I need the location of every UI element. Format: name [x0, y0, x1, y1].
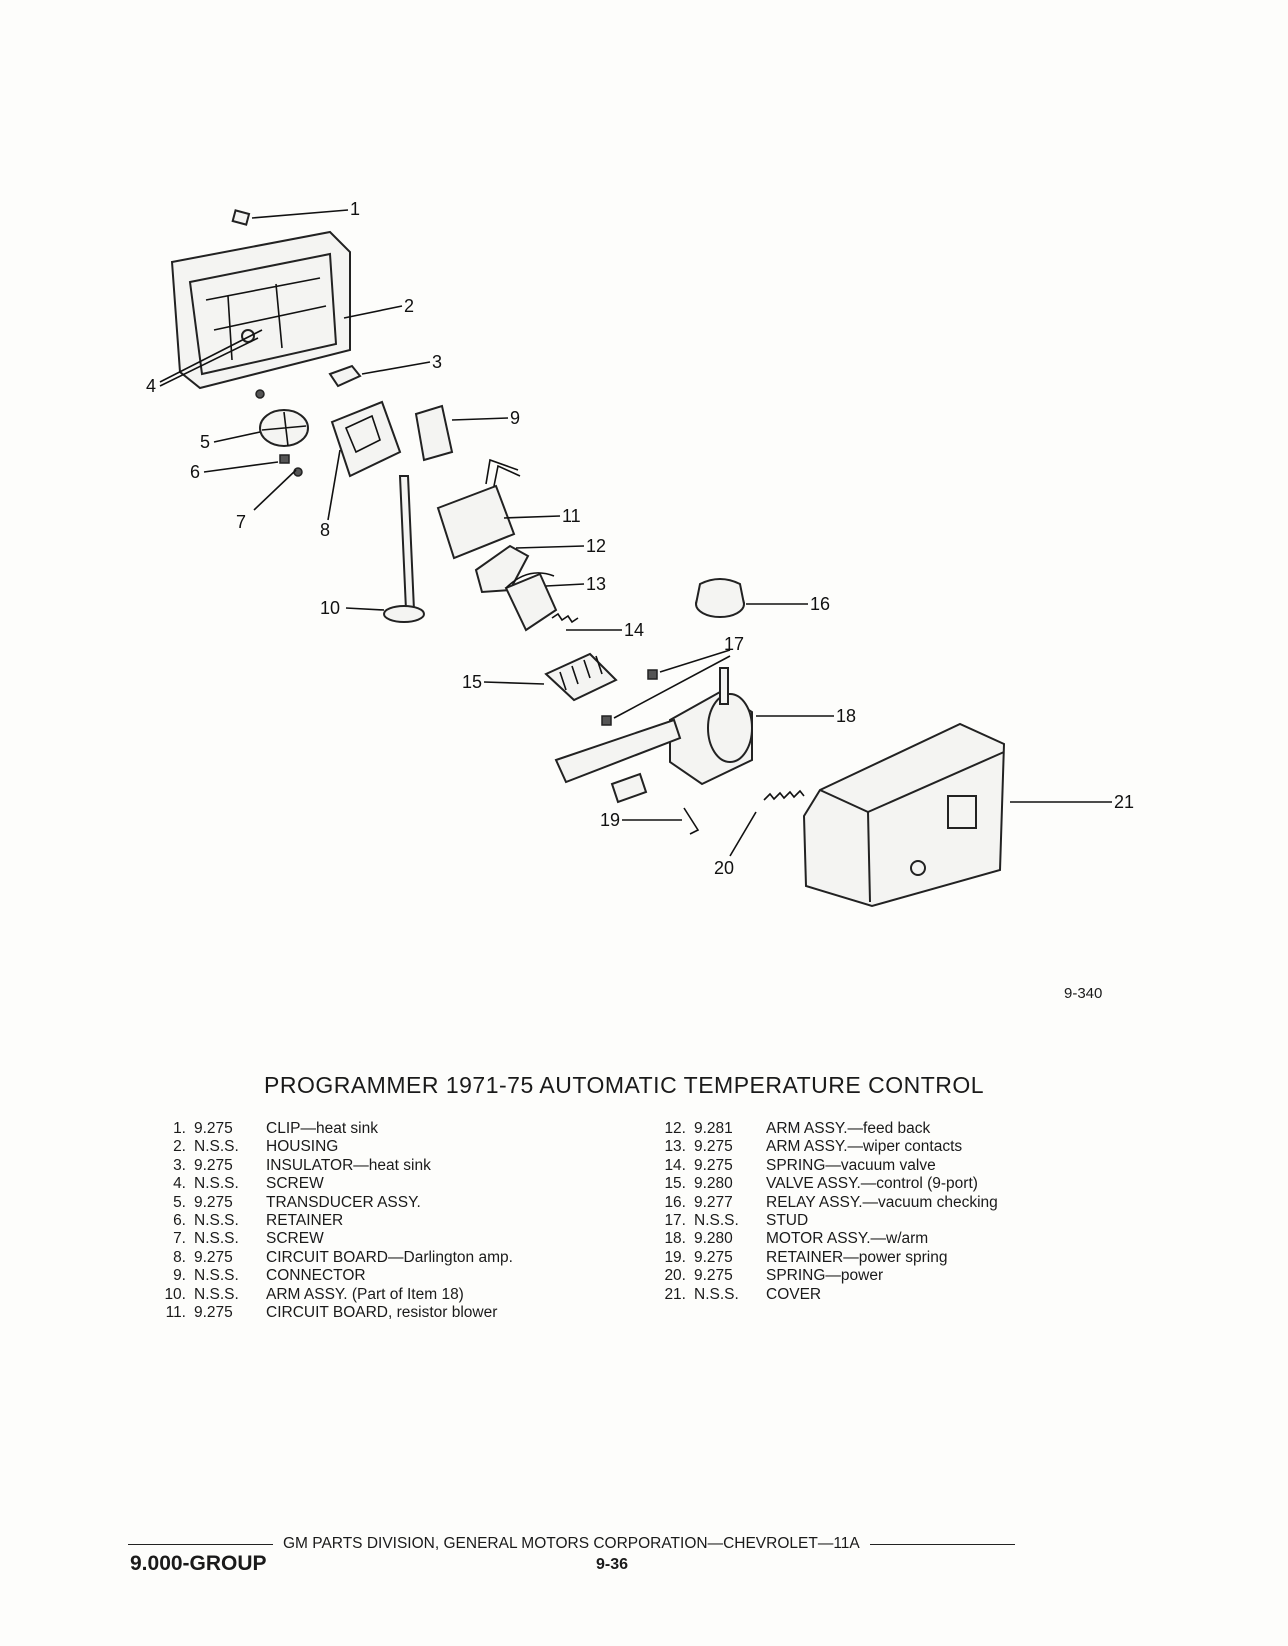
list-item: 6.N.S.S.RETAINER: [173, 1212, 344, 1230]
group-label: 9.000-GROUP: [130, 1552, 267, 1575]
callout-16: 16: [810, 594, 830, 614]
callout-10: 10: [320, 598, 340, 618]
footer-rule-left: [128, 1543, 273, 1545]
callout-20: 20: [714, 858, 734, 878]
callout-9: 9: [510, 408, 520, 428]
callout-18: 18: [836, 706, 856, 726]
footer-rule-line: GM PARTS DIVISION, GENERAL MOTORS CORPOR…: [128, 1535, 1108, 1553]
list-item: 7.N.S.S.SCREW: [173, 1230, 324, 1248]
callout-8: 8: [320, 520, 330, 540]
callout-2: 2: [404, 296, 414, 316]
callout-19: 19: [600, 810, 620, 830]
callout-15: 15: [462, 672, 482, 692]
list-item: 21.N.S.S.COVER: [664, 1285, 822, 1303]
callout-13: 13: [586, 574, 606, 594]
callout-5: 5: [200, 432, 210, 452]
callout-4: 4: [146, 376, 156, 396]
leader-lines: [159, 209, 1112, 857]
callout-21: 21: [1114, 792, 1134, 812]
list-item: 4.N.S.S.SCREW: [173, 1175, 324, 1193]
callout-11: 11: [562, 506, 581, 526]
page-number: 9-36: [596, 1556, 629, 1573]
callout-14: 14: [624, 620, 644, 640]
callout-labels: 1 2 3 4 5 6 7 8 9 10 11 12 13 14 15 16 1…: [146, 199, 1134, 878]
list-item: 10.N.S.S.ARM ASSY. (Part of Item 18): [164, 1285, 464, 1303]
footer-publisher: GM PARTS DIVISION, GENERAL MOTORS CORPOR…: [283, 1535, 860, 1552]
list-item: 2.N.S.S.HOUSING: [173, 1138, 339, 1156]
list-item: 17.N.S.S.STUD: [664, 1212, 809, 1230]
list-item: 9.N.S.S.CONNECTOR: [173, 1267, 366, 1285]
page-title: PROGRAMMER 1971-75 AUTOMATIC TEMPERATURE…: [264, 1072, 985, 1098]
callout-6: 6: [190, 462, 200, 482]
callout-7: 7: [236, 512, 246, 532]
callout-12: 12: [586, 536, 606, 556]
footer-rule-right: [869, 1543, 1015, 1545]
exploded-parts-diagram: 1 2 3 4 5 6 7 8 9 10 11 12 13 14 15 16 1…: [146, 199, 1134, 908]
callout-17: 17: [724, 634, 744, 654]
callout-3: 3: [432, 352, 442, 372]
callout-1: 1: [350, 199, 360, 219]
part-drawings: [170, 209, 1006, 908]
figure-number: 9-340: [1064, 985, 1103, 1002]
